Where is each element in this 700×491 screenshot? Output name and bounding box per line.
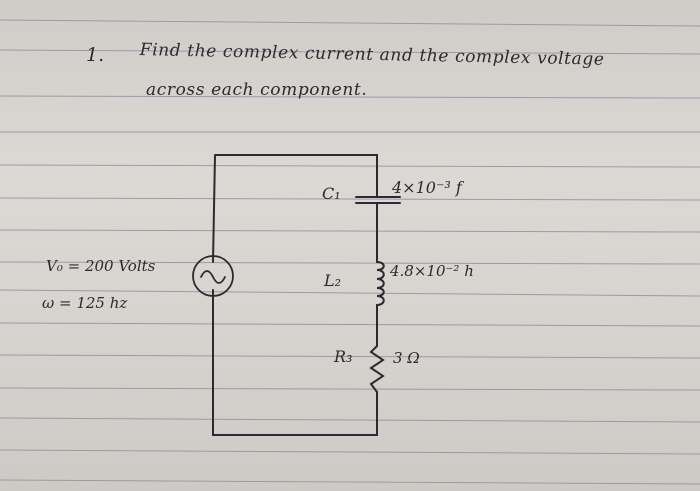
capacitor-value: 4×10⁻³ f bbox=[392, 178, 462, 197]
circuit-wire-loop bbox=[212, 154, 378, 436]
resistor-zigzag bbox=[369, 345, 385, 393]
problem-statement-line2: across each component. bbox=[146, 80, 368, 100]
source-frequency-label: ω = 125 hz bbox=[42, 294, 128, 312]
capacitor-label: C₁ bbox=[322, 184, 341, 203]
inductor-label: L₂ bbox=[324, 271, 342, 290]
ac-source-icon bbox=[192, 255, 234, 297]
problem-number: 1. bbox=[86, 44, 105, 66]
source-voltage-label: V₀ = 200 Volts bbox=[46, 257, 156, 275]
sine-wave-icon bbox=[200, 270, 226, 284]
resistor-value: 3 Ω bbox=[393, 349, 420, 367]
inductor-coil bbox=[376, 261, 385, 306]
inductor-value: 4.8×10⁻² h bbox=[390, 262, 474, 280]
resistor-label: R₃ bbox=[334, 347, 353, 366]
